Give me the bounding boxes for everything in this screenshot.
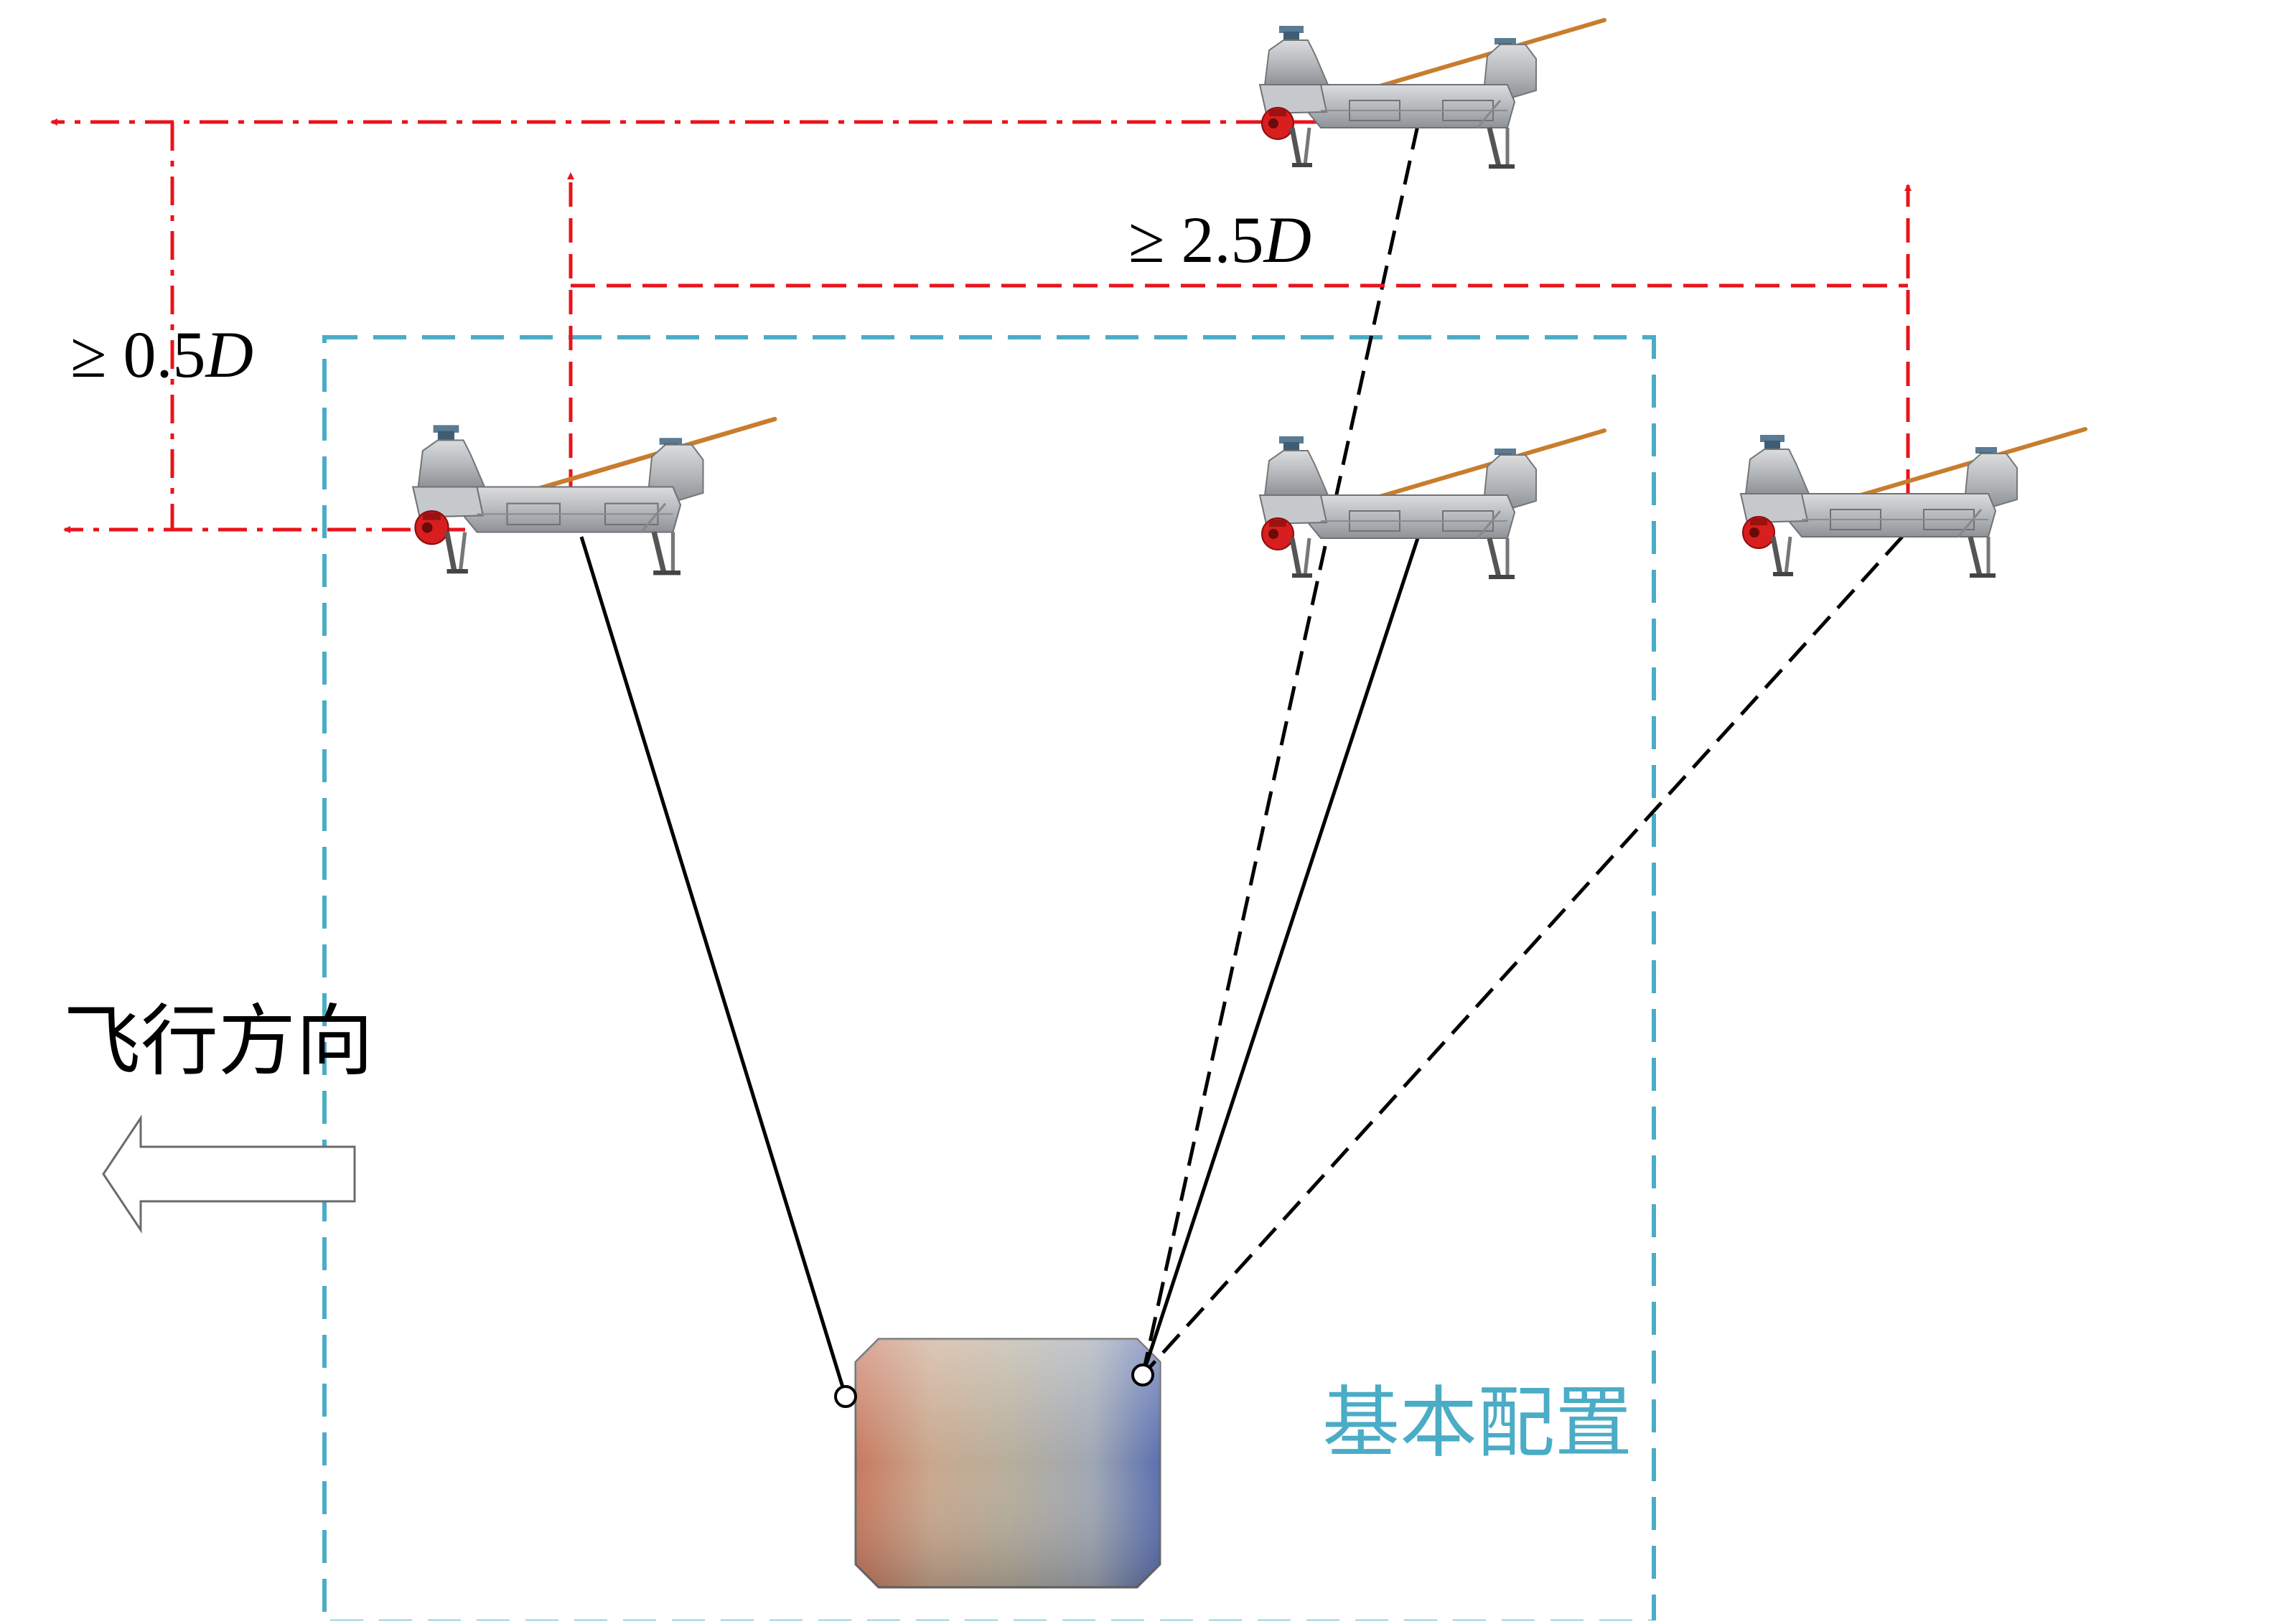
flight-direction-label: 飞行方向 — [63, 997, 374, 1086]
tether-solid-follower — [1141, 538, 1420, 1376]
hook-point-right-icon — [1131, 1363, 1154, 1386]
basic-configuration-label: 基本配置 — [1322, 1379, 1633, 1468]
tether-solid-leader — [579, 536, 848, 1397]
min-vertical-separation-symbol: ≥ 0.5 — [70, 318, 206, 391]
drone-right — [1741, 429, 2085, 576]
tether-dashed-right — [1141, 535, 1904, 1376]
min-vertical-separation-label: ≥ 0.5D — [70, 321, 253, 388]
drone-follower — [1260, 431, 1604, 577]
hook-point-left-icon — [834, 1385, 857, 1408]
drone-leader — [413, 419, 775, 573]
min-horizontal-separation-variable: D — [1263, 203, 1311, 276]
min-horizontal-separation-symbol: ≥ 2.5 — [1128, 203, 1264, 276]
payload-shading — [856, 1339, 1160, 1587]
tether-dashed-high — [1141, 125, 1420, 1376]
min-vertical-separation-variable: D — [205, 318, 253, 391]
left-hollow-arrow-icon — [102, 1114, 356, 1234]
drone-high — [1260, 20, 1604, 166]
min-horizontal-separation-label: ≥ 2.5D — [1128, 207, 1311, 273]
